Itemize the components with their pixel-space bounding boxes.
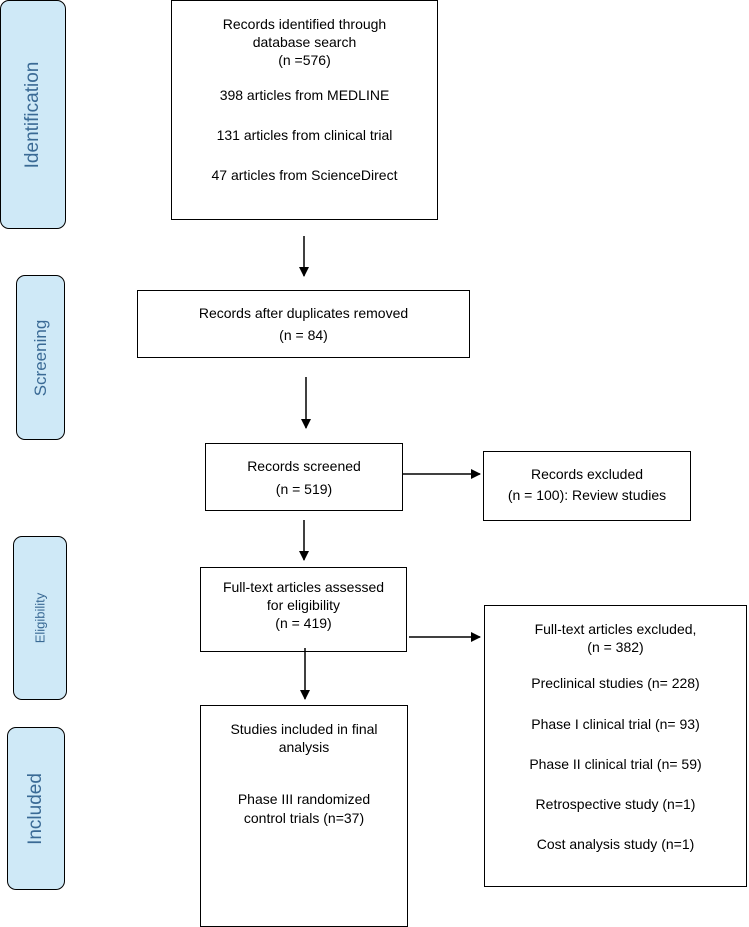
records-identified-box: Records identified through database sear… [171,0,438,220]
source-clinical-trial: 131 articles from clinical trial [216,126,393,143]
exclusion-retrospective: Retrospective study (n=1) [535,795,696,812]
fulltext-assessed-line1: Full-text articles assessed [222,579,385,595]
exclusion-preclinical: Preclinical studies (n= 228) [531,675,700,692]
records-screened-box: Records screened (n = 519) [205,443,403,511]
records-identified-line1: Records identified through [222,16,387,32]
phase-iii-line1: Phase III randomized [237,791,371,808]
studies-included-line1: Studies included in final [230,721,378,737]
exclusion-phase-i: Phase I clinical trial (n= 93) [531,715,700,732]
source-sciencedirect: 47 articles from ScienceDirect [211,166,398,183]
phase-iii-line2: control trials (n=37) [243,809,365,826]
records-screened-count: (n = 519) [275,481,333,498]
records-excluded-reason: (n = 100): Review studies [507,487,667,504]
stage-included: Included [7,727,65,890]
fulltext-assessed-count: (n = 419) [275,615,332,632]
studies-included-line2: analysis [278,739,330,756]
duplicates-removed-count: (n = 84) [279,327,328,344]
stage-identification: Identification [0,0,66,229]
stage-eligibility: Eligibility [13,536,67,700]
records-identified-count: (n =576) [278,52,331,69]
fulltext-assessed-line2: for eligibility [266,597,341,614]
stage-screening: Screening [16,275,65,440]
source-medline: 398 articles from MEDLINE [219,86,390,103]
studies-included-box: Studies included in final analysis Phase… [200,705,408,927]
exclusion-phase-ii: Phase II clinical trial (n= 59) [529,755,702,772]
records-screened-label: Records screened [247,458,361,474]
fulltext-excluded-box: Full-text articles excluded, (n = 382) P… [484,605,747,887]
records-excluded-box: Records excluded (n = 100): Review studi… [483,451,691,521]
duplicates-removed-box: Records after duplicates removed (n = 84… [137,290,470,358]
fulltext-excluded-label: Full-text articles excluded, [534,621,697,637]
duplicates-removed-label: Records after duplicates removed [198,305,409,321]
records-excluded-label: Records excluded [530,466,644,482]
exclusion-cost-analysis: Cost analysis study (n=1) [536,836,695,853]
fulltext-assessed-box: Full-text articles assessed for eligibil… [200,567,407,652]
records-identified-line2: database search [252,34,357,51]
fulltext-excluded-count: (n = 382) [587,639,644,656]
